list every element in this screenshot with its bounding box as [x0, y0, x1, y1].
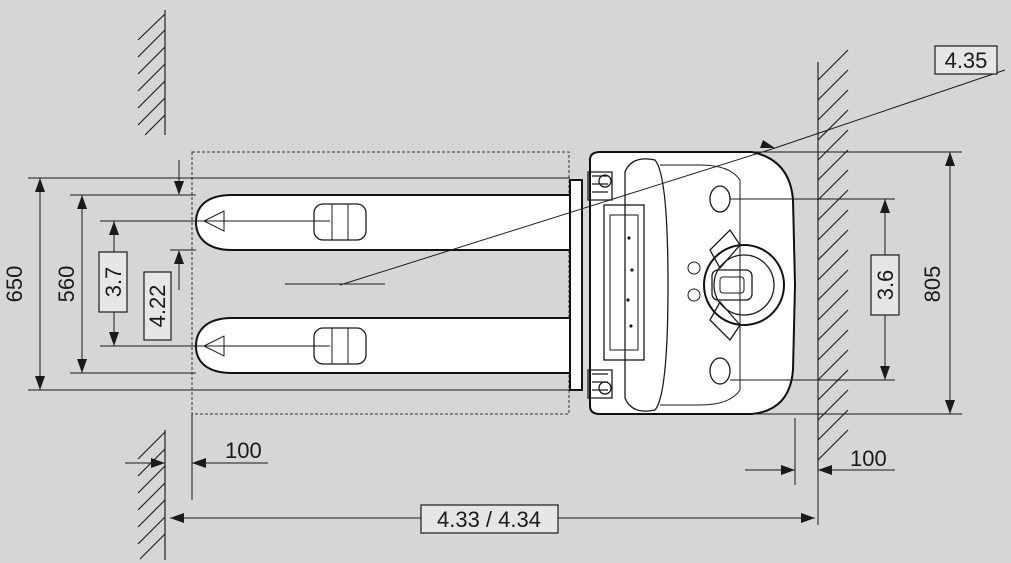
drive-wheel — [713, 254, 775, 316]
caster-bottom — [709, 357, 731, 385]
wall-right — [817, 49, 849, 470]
dim-overall-length: 4.33 / 4.34 — [170, 414, 819, 534]
chassis-ref-box — [870, 254, 900, 316]
clearance-right-label: 100 — [850, 446, 887, 471]
clearance-left-label: 100 — [225, 438, 262, 463]
fork-outer-width-label: 650 — [2, 266, 27, 303]
roller-bottom — [598, 381, 612, 395]
battery-cover — [603, 204, 645, 361]
dim-chassis-width: 805 — [752, 151, 962, 415]
wall-bottom-left — [137, 430, 166, 560]
dim-fork-width: 4.22 — [143, 160, 196, 341]
chassis-inner-frame — [660, 164, 741, 406]
turning-radius-box — [934, 45, 998, 75]
dim-chassis-ref: 3.6 — [730, 198, 900, 381]
load-outline-dashed — [191, 151, 570, 415]
truck-body — [569, 151, 797, 415]
fork-upper — [194, 194, 570, 251]
overall-length-box — [420, 504, 559, 534]
fork-width-box — [143, 271, 172, 341]
dim-clearance-left: 100 — [125, 438, 268, 468]
wall-top-left — [137, 10, 166, 136]
roller-top — [598, 174, 612, 188]
drive-wheel-housing — [703, 244, 785, 326]
tiller-arms — [709, 228, 741, 342]
dim-turning-radius: 4.35 — [339, 45, 1006, 286]
turning-radius-label: 4.35 — [945, 48, 988, 73]
dim-fork-spread: 3.7 — [98, 220, 330, 347]
fork-width-label: 4.22 — [145, 285, 170, 328]
fork-inner-width-label: 560 — [54, 266, 79, 303]
battery-panel — [609, 214, 639, 351]
mast-bracket-top — [587, 171, 613, 201]
fork-spread-box — [98, 251, 128, 313]
fork-spread-label: 3.7 — [101, 267, 126, 298]
mast-left — [624, 158, 669, 412]
dim-fork-outer: 650 — [2, 177, 570, 391]
fork-carriage — [569, 179, 583, 391]
dim-fork-inner: 560 — [54, 194, 196, 374]
chassis-width-label: 805 — [920, 266, 945, 303]
mast-bracket-bottom — [587, 369, 613, 399]
dim-clearance-right: 100 — [745, 418, 895, 485]
chassis-ref-label: 3.6 — [873, 270, 898, 301]
chassis-outline — [589, 151, 797, 415]
overall-length-label: 4.33 / 4.34 — [437, 507, 541, 532]
tiller-head — [711, 269, 753, 301]
